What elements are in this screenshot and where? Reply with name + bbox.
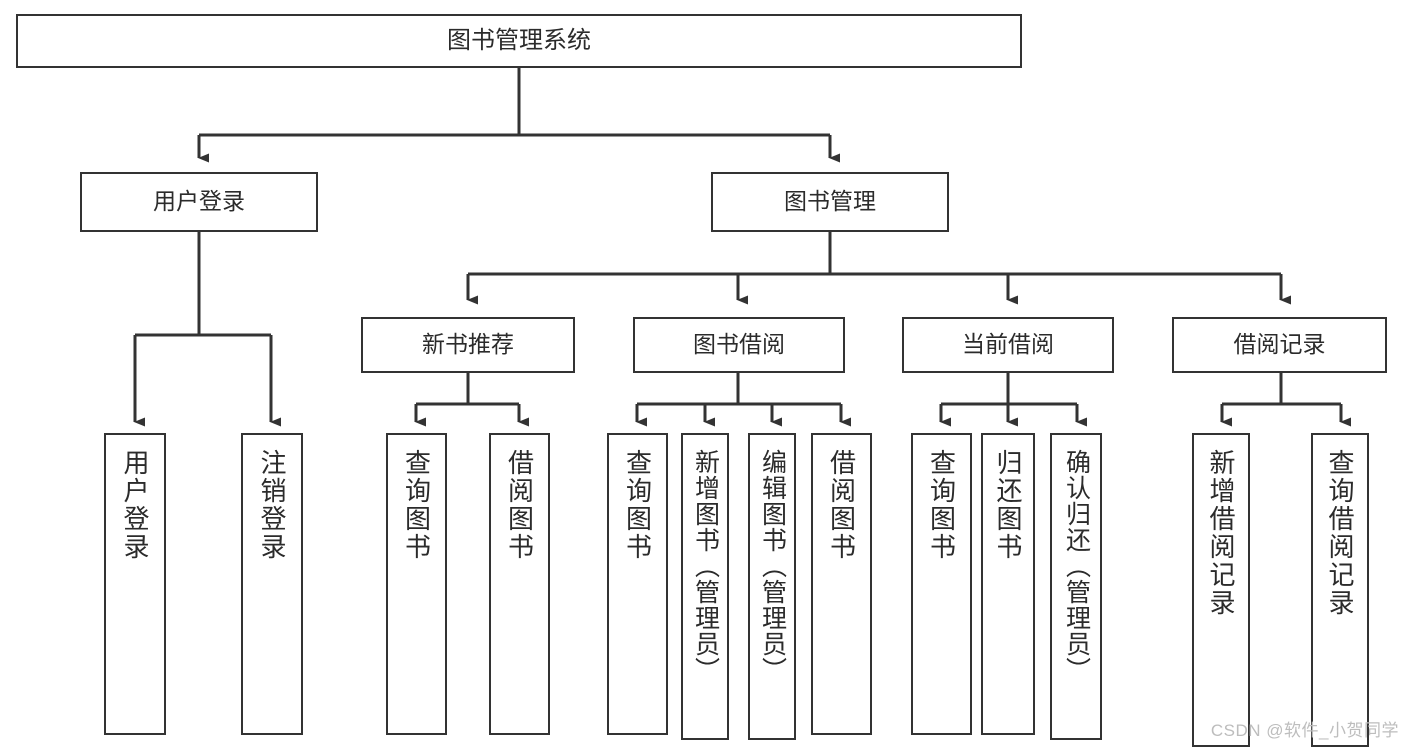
leaf-borrow-edit-book-label: 编辑图书（管理员）: [758, 449, 787, 683]
node-root-label: 图书管理系统: [447, 26, 591, 54]
leaf-new-book-query[interactable]: 查询图书: [386, 433, 447, 735]
node-borrow-records[interactable]: 借阅记录: [1172, 317, 1387, 373]
leaf-records-query-record-label: 查询借阅记录: [1325, 449, 1355, 617]
leaf-borrow-query-book-label: 查询图书: [622, 449, 653, 561]
leaf-borrow-query-book[interactable]: 查询图书: [607, 433, 668, 735]
node-user-login-label: 用户登录: [153, 188, 245, 215]
node-book-management[interactable]: 图书管理: [711, 172, 949, 232]
leaf-user-login-signout[interactable]: 注销登录: [241, 433, 303, 735]
leaf-borrow-borrow-book[interactable]: 借阅图书: [811, 433, 872, 735]
node-book-borrow-label: 图书借阅: [693, 331, 785, 358]
leaf-borrow-add-book-label: 新增图书（管理员）: [691, 449, 720, 683]
leaf-user-login-signin[interactable]: 用户登录: [104, 433, 166, 735]
leaf-current-confirm-return[interactable]: 确认归还（管理员）: [1050, 433, 1102, 740]
leaf-current-return-book[interactable]: 归还图书: [981, 433, 1035, 735]
leaf-new-book-borrow[interactable]: 借阅图书: [489, 433, 550, 735]
leaf-current-return-book-label: 归还图书: [993, 449, 1023, 561]
leaf-new-book-query-label: 查询图书: [401, 449, 432, 561]
node-current-borrow-label: 当前借阅: [962, 331, 1054, 358]
leaf-records-add-record-label: 新增借阅记录: [1206, 449, 1236, 617]
node-new-book-recommend-label: 新书推荐: [422, 331, 514, 358]
leaf-current-query-book[interactable]: 查询图书: [911, 433, 972, 735]
node-book-borrow[interactable]: 图书借阅: [633, 317, 845, 373]
leaf-records-query-record[interactable]: 查询借阅记录: [1311, 433, 1369, 747]
node-book-management-label: 图书管理: [784, 188, 876, 215]
leaf-records-add-record[interactable]: 新增借阅记录: [1192, 433, 1250, 747]
leaf-current-query-book-label: 查询图书: [926, 449, 957, 561]
node-borrow-records-label: 借阅记录: [1233, 331, 1326, 358]
leaf-borrow-add-book[interactable]: 新增图书（管理员）: [681, 433, 729, 740]
node-current-borrow[interactable]: 当前借阅: [902, 317, 1114, 373]
node-user-login[interactable]: 用户登录: [80, 172, 318, 232]
node-root[interactable]: 图书管理系统: [16, 14, 1022, 68]
leaf-user-login-signout-label: 注销登录: [257, 449, 287, 561]
leaf-borrow-edit-book[interactable]: 编辑图书（管理员）: [748, 433, 796, 740]
node-new-book-recommend[interactable]: 新书推荐: [361, 317, 575, 373]
leaf-current-confirm-return-label: 确认归还（管理员）: [1062, 449, 1091, 683]
leaf-user-login-signin-label: 用户登录: [120, 449, 150, 561]
watermark-text: CSDN @软件_小贺同学: [1210, 721, 1399, 740]
leaf-borrow-borrow-book-label: 借阅图书: [826, 449, 857, 561]
leaf-new-book-borrow-label: 借阅图书: [504, 449, 535, 561]
